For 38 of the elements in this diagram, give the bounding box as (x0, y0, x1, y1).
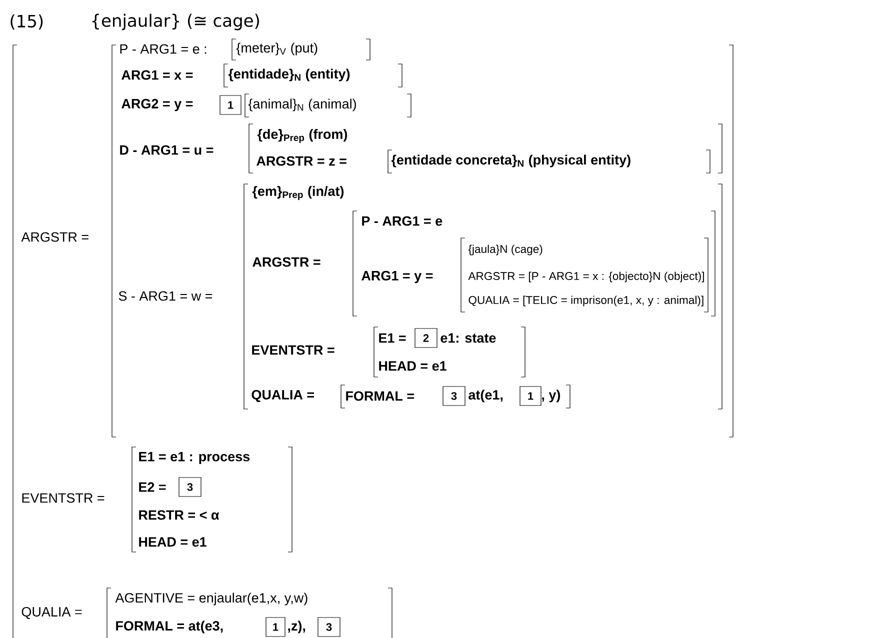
feature-text: {jaula}N (cage) (468, 244, 542, 256)
tag-box: 3 (318, 617, 340, 637)
tag-box: 1 (220, 95, 242, 115)
feature-text: EVENTSTR = (252, 345, 334, 355)
tag-box: 3 (178, 477, 202, 497)
feature-text: ARG2 = y = (122, 98, 193, 112)
tag-box: 1 (266, 617, 286, 637)
tag-box: 1 (520, 386, 542, 406)
feature-text: QUALIA = (252, 390, 314, 402)
feature-text: D - ARG1 = u = (120, 145, 214, 155)
feature-text: P - ARG1 = e (362, 216, 442, 226)
feature-text: AGENTIVE = enjaular(e1,x, y,w) (115, 592, 308, 606)
feature-text: HEAD = e1 (139, 537, 206, 547)
feature-text: QUALIA = [TELIC = imprison(e1, x, y : animal)] (468, 296, 704, 306)
feature-text: {meter}$_{V}$ (put) (236, 42, 318, 56)
example-number: (15) (10, 14, 43, 30)
feature-text: {animal}$_{N}$ (animal) (248, 98, 356, 112)
feature-text: {entidade concreta}$_{N}$ (physical entity) (391, 154, 630, 168)
tag-box: 2 (414, 328, 438, 348)
feature-text: S - ARG1 = w = (118, 291, 212, 301)
feature-text: {em}$_{Prep}$ (in/at) (252, 186, 344, 200)
feature-text: E2 = (139, 482, 166, 492)
feature-text: FORMAL = (346, 391, 414, 401)
feature-text: ARGSTR = [P - ARG1 = x : {objecto}N (object)] (468, 272, 704, 282)
feature-text: RESTR = < α (139, 510, 220, 520)
feature-text: ARGSTR = (21, 232, 88, 242)
feature-text: at(e1, (468, 390, 503, 402)
feature-text: ARG1 = x = (122, 70, 193, 80)
feature-text: {de}$_{Prep}$ (from) (257, 129, 348, 143)
feature-text: ARGSTR = (252, 257, 320, 267)
feature-text: P - ARG1 = e : (120, 44, 206, 54)
feature-text: {entidade}$_{N}$ (entity) (228, 68, 350, 82)
feature-text: QUALIA = (22, 607, 82, 619)
feature-text: EVENTSTR = (22, 493, 104, 503)
feature-text: HEAD = e1 (379, 361, 446, 371)
feature-text: ARGSTR = z = (256, 156, 346, 166)
tag-box: 3 (442, 386, 466, 406)
feature-text: ,z), (288, 620, 306, 634)
